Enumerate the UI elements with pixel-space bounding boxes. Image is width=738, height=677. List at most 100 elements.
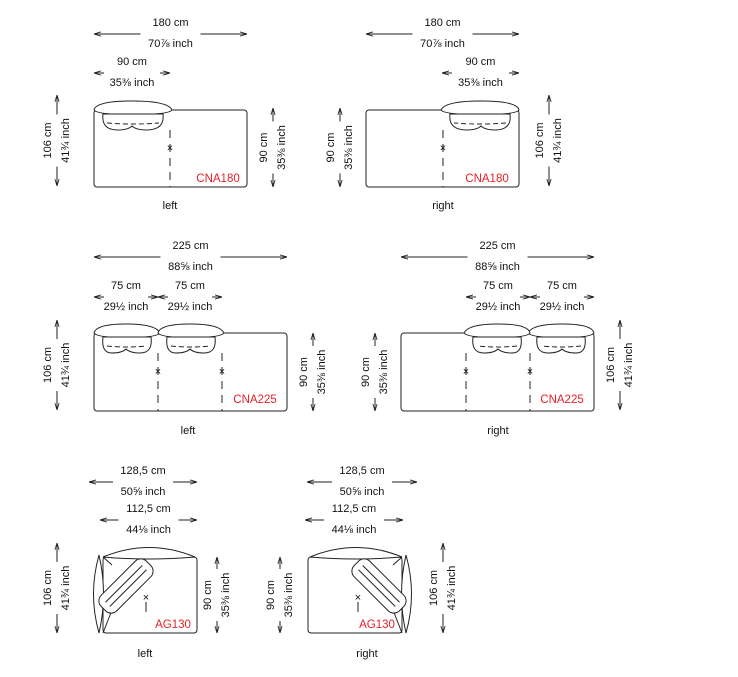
sofa-plan bbox=[365, 100, 520, 188]
total-width-dimension-inch: 70⅞ inch bbox=[148, 38, 193, 50]
seat-width-dimension-inch: 44⅛ inch bbox=[332, 524, 377, 536]
seat-width-dimension-cm: 112,5 cm bbox=[332, 503, 376, 515]
back-pillow bbox=[472, 336, 522, 354]
seat-depth-dimension-cm: 90 cm bbox=[325, 133, 337, 163]
cushion-stitching bbox=[105, 565, 147, 607]
pillow-stitching bbox=[106, 345, 148, 348]
seat-depth-dimension-inch: 35⅜ inch bbox=[283, 573, 295, 618]
seat-depth-dimension-cm: 90 cm bbox=[202, 580, 214, 610]
armrest bbox=[401, 554, 412, 634]
seat-depth-dimension: 90 cm 35⅜ inch bbox=[325, 108, 355, 187]
backrest-cushion bbox=[463, 323, 531, 338]
total-width-dimension-inch: 50⅝ inch bbox=[121, 486, 166, 498]
total-width-dimension: 180 cm 70⅞ inch bbox=[366, 17, 519, 50]
side-caption: left bbox=[138, 648, 153, 660]
center-mark: × bbox=[463, 366, 469, 378]
armrest bbox=[93, 554, 104, 634]
seat-module bbox=[440, 100, 520, 187]
seat-depth-dimension-inch: 35⅜ inch bbox=[276, 125, 288, 170]
seat-depth-dimension-inch: 35⅜ inch bbox=[220, 573, 232, 618]
total-width-dimension-cm: 128,5 cm bbox=[120, 465, 165, 477]
total-width-dimension-cm: 225 cm bbox=[479, 240, 515, 252]
sofa-plan bbox=[93, 100, 248, 188]
center-mark: × bbox=[527, 366, 533, 378]
depth-dimension-cm: 106 cm bbox=[42, 347, 54, 383]
backrest-cushion bbox=[157, 323, 225, 338]
backrest-cushion bbox=[440, 100, 520, 115]
seat-width-dimension-inch: 29½ inch bbox=[476, 301, 521, 313]
seat-width-dimension: 75 cm 29½ inch bbox=[466, 280, 530, 313]
seat-width-dimension-cm: 90 cm bbox=[466, 56, 496, 68]
side-caption: right bbox=[432, 200, 453, 212]
seat-width-dimension: 90 cm 35⅜ inch bbox=[94, 56, 170, 89]
sofa-plan bbox=[400, 323, 595, 412]
total-width-dimension-cm: 180 cm bbox=[424, 17, 460, 29]
seat-depth-dimension-inch: 35⅜ inch bbox=[343, 125, 355, 170]
seat-depth-dimension-cm: 90 cm bbox=[298, 357, 310, 387]
seat-width-dimension-cm: 75 cm bbox=[175, 280, 205, 292]
seat-width-dimension-inch: 44⅛ inch bbox=[126, 524, 171, 536]
total-width-dimension-inch: 70⅞ inch bbox=[420, 38, 465, 50]
side-caption: right bbox=[356, 648, 377, 660]
center-mark: × bbox=[167, 143, 173, 155]
sofa-plan bbox=[93, 323, 288, 412]
side-caption: left bbox=[181, 425, 196, 437]
seat-module bbox=[463, 323, 531, 411]
seat-module bbox=[93, 100, 173, 187]
model-label: AG130 bbox=[155, 619, 191, 631]
seat-width-dimension-cm: 75 cm bbox=[111, 280, 141, 292]
total-width-dimension-cm: 180 cm bbox=[152, 17, 188, 29]
depth-dimension-cm: 106 cm bbox=[605, 347, 617, 383]
depth-dimension-cm: 106 cm bbox=[534, 122, 546, 158]
seat-width-dimension-inch: 35⅜ inch bbox=[110, 77, 155, 89]
depth-dimension: 106 cm 41¾ inch bbox=[534, 95, 564, 186]
depth-dimension-inch: 41¾ inch bbox=[552, 118, 564, 163]
total-width-dimension: 180 cm 70⅞ inch bbox=[94, 17, 247, 50]
back-pillow bbox=[536, 336, 586, 354]
total-width-dimension-cm: 128,5 cm bbox=[339, 465, 384, 477]
model-label: CNA225 bbox=[540, 394, 583, 406]
model-label: CNA180 bbox=[196, 173, 239, 185]
side-caption: left bbox=[163, 200, 178, 212]
depth-dimension-inch: 41¾ inch bbox=[60, 118, 72, 163]
seat-depth-dimension: 90 cm 35⅜ inch bbox=[258, 108, 288, 187]
seat-depth-dimension-cm: 90 cm bbox=[258, 133, 270, 163]
model-label: CNA225 bbox=[233, 394, 276, 406]
seat-width-dimension-inch: 29½ inch bbox=[104, 301, 149, 313]
backrest-cushion bbox=[309, 547, 403, 560]
seat-width-dimension-inch: 29½ inch bbox=[168, 301, 213, 313]
backrest-cushion bbox=[93, 100, 173, 115]
seat-width-dimension: 90 cm 35⅜ inch bbox=[442, 56, 519, 89]
seat-width-dimension: 75 cm 29½ inch bbox=[158, 280, 222, 313]
seat-module bbox=[93, 323, 161, 411]
pillow-stitching bbox=[170, 345, 212, 348]
diagonal-cushion bbox=[98, 558, 154, 614]
pillow-stitching bbox=[106, 122, 160, 125]
seat-depth-dimension: 90 cm 35⅜ inch bbox=[202, 557, 232, 633]
seat-width-dimension-cm: 112,5 cm bbox=[126, 503, 170, 515]
backrest-cushion bbox=[93, 323, 161, 338]
back-pillow bbox=[449, 113, 511, 131]
center-mark: × bbox=[440, 143, 446, 155]
seat-width-dimension-cm: 75 cm bbox=[547, 280, 577, 292]
center-mark: × bbox=[355, 592, 361, 604]
back-pillow bbox=[102, 113, 164, 131]
seat-width-dimension-inch: 35⅜ inch bbox=[458, 77, 503, 89]
depth-dimension-inch: 41¾ inch bbox=[623, 343, 635, 388]
seat-width-dimension-cm: 90 cm bbox=[117, 56, 147, 68]
seat-width-dimension-cm: 75 cm bbox=[483, 280, 513, 292]
seat-width-dimension: 112,5 cm 44⅛ inch bbox=[305, 503, 403, 536]
model-label: AG130 bbox=[359, 619, 395, 631]
